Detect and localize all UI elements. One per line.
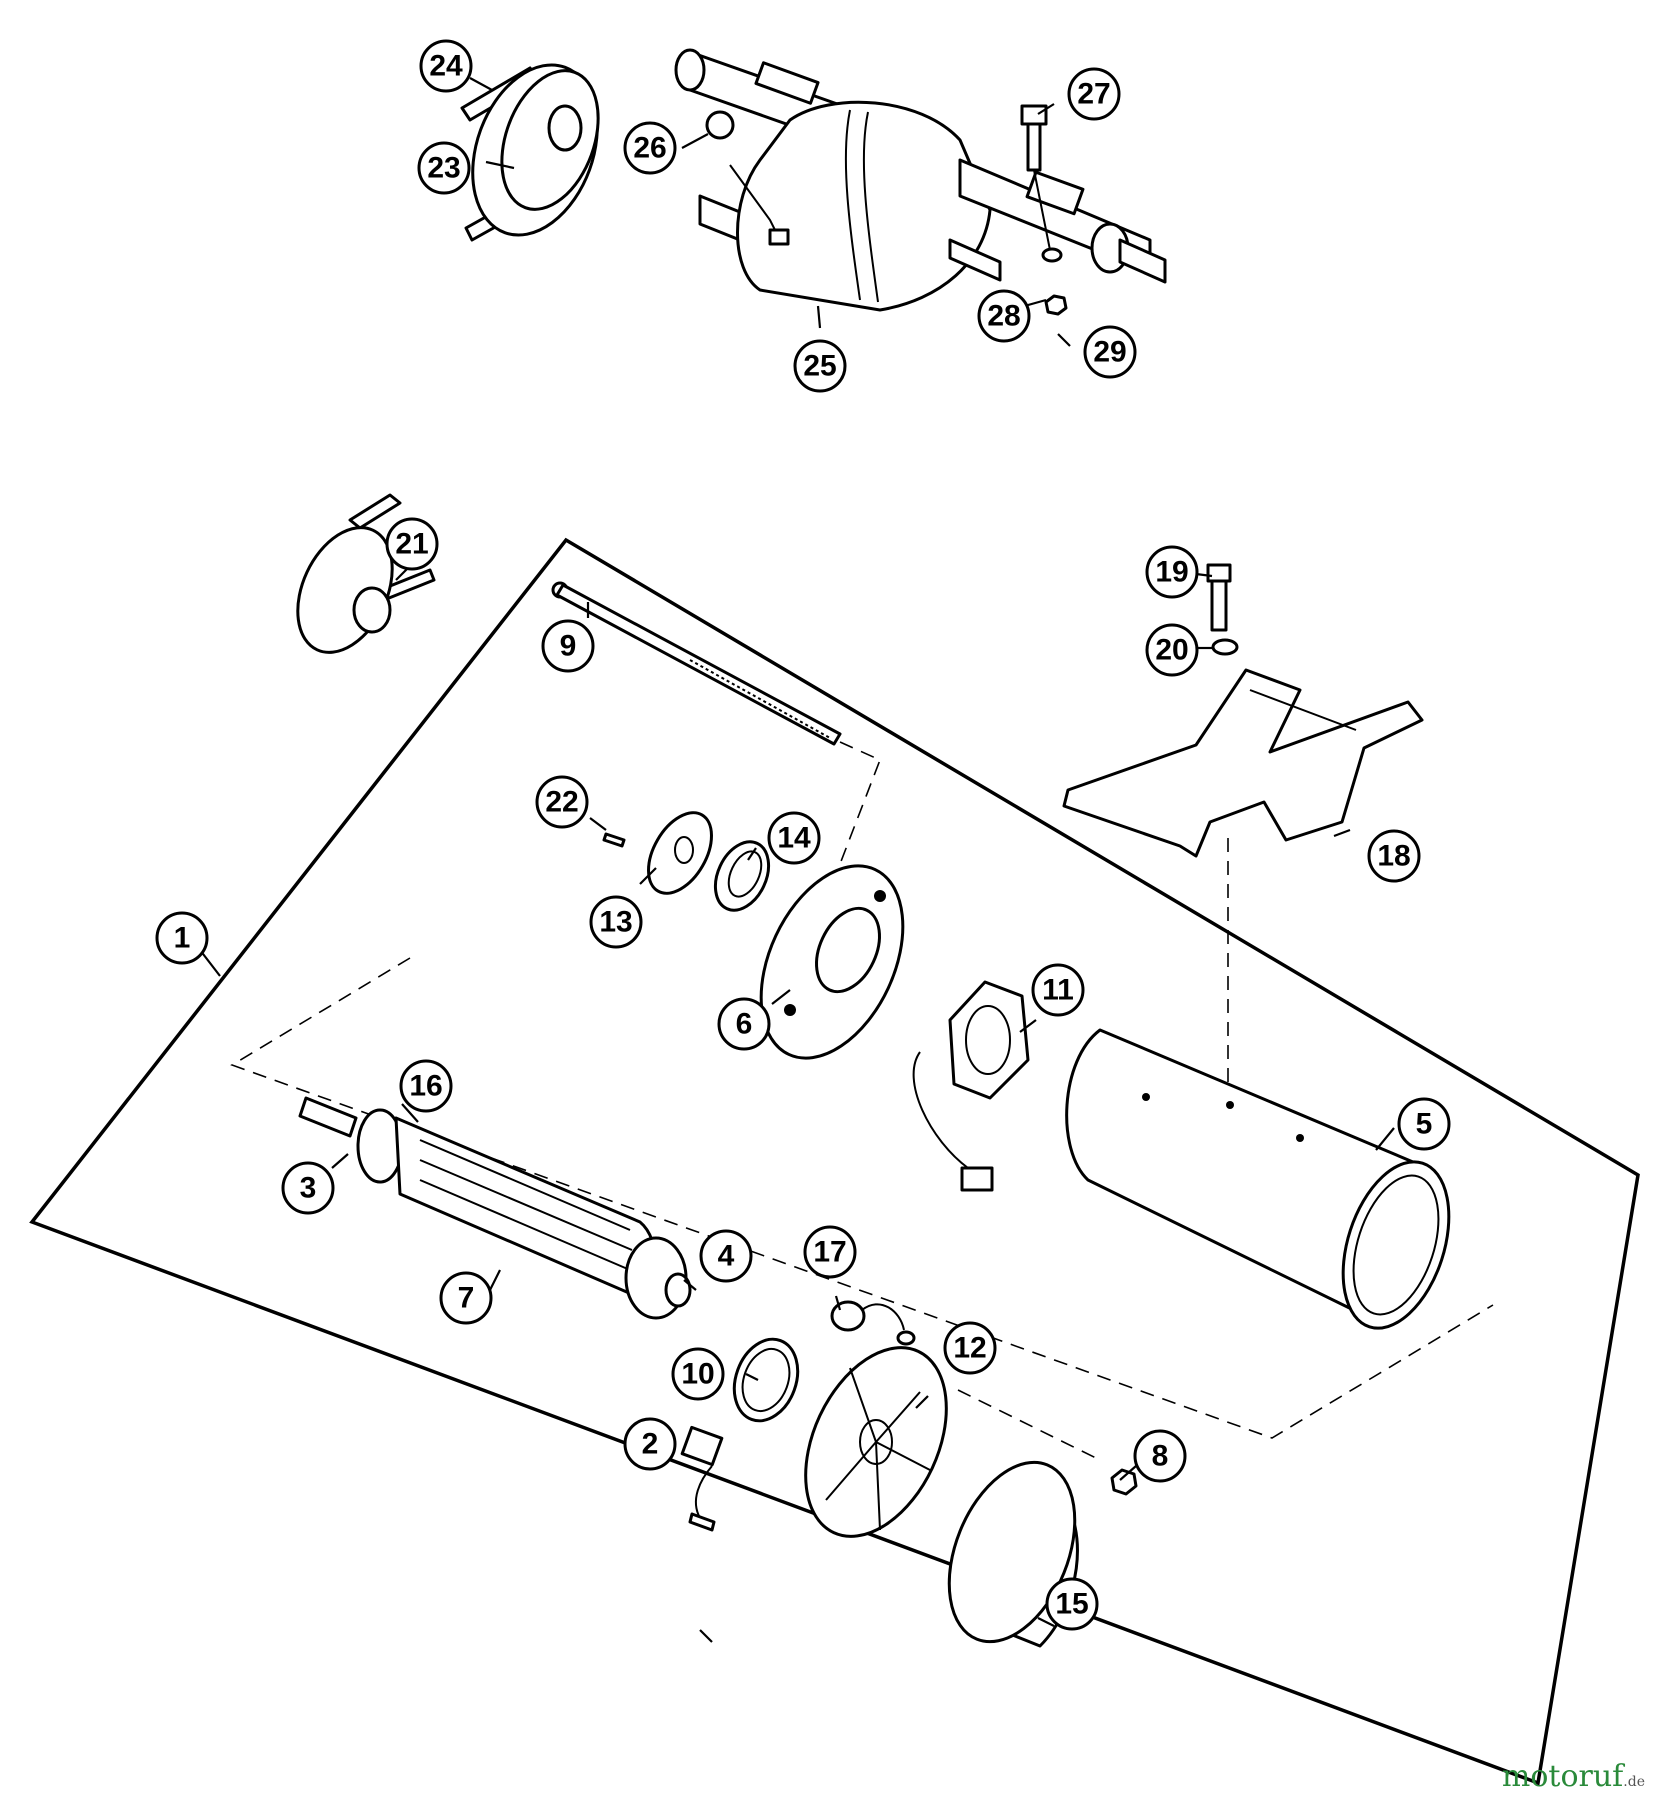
watermark-logo: motoruf.de — [1502, 1759, 1645, 1794]
callout-11-label: 11 — [1042, 974, 1074, 1007]
callout-2: 2 — [623, 1417, 677, 1471]
callout-2-label: 2 — [642, 1428, 659, 1461]
callout-27: 27 — [1067, 67, 1121, 121]
callout-19-label: 19 — [1155, 556, 1188, 589]
callout-8: 8 — [1133, 1429, 1187, 1483]
callout-20-label: 20 — [1155, 634, 1188, 667]
callout-21-label: 21 — [395, 528, 428, 561]
callout-12-label: 12 — [953, 1332, 986, 1365]
callout-17-label: 17 — [813, 1236, 846, 1269]
callout-8-label: 8 — [1152, 1440, 1169, 1473]
callout-26: 26 — [623, 121, 677, 175]
callout-23: 23 — [417, 141, 471, 195]
callout-10-label: 10 — [681, 1358, 714, 1391]
callout-28-label: 28 — [987, 300, 1020, 333]
callout-22-label: 22 — [545, 786, 578, 819]
callout-17: 17 — [803, 1225, 857, 1279]
callout-7: 7 — [439, 1271, 493, 1325]
mount-bracket — [1062, 563, 1424, 858]
callout-19: 19 — [1145, 545, 1199, 599]
callout-5: 5 — [1397, 1097, 1451, 1151]
watermark-tld: .de — [1623, 1774, 1645, 1790]
callout-3: 3 — [281, 1161, 335, 1215]
callout-21: 21 — [385, 517, 439, 571]
callout-1-label: 1 — [174, 922, 191, 955]
dashed-guide-cover — [957, 1389, 1101, 1461]
callout-25: 25 — [793, 339, 847, 393]
callout-29: 29 — [1083, 325, 1137, 379]
transaxle-assembly — [674, 48, 1167, 316]
callout-24-label: 24 — [429, 50, 463, 83]
callout-11: 11 — [1031, 963, 1085, 1017]
callout-3-label: 3 — [300, 1172, 317, 1205]
callout-27-label: 27 — [1077, 78, 1110, 111]
callout-6: 6 — [717, 997, 771, 1051]
callout-22: 22 — [535, 775, 589, 829]
armature-7 — [298, 1096, 692, 1320]
leader-lines — [199, 77, 1395, 1643]
callout-18-label: 18 — [1377, 840, 1410, 873]
callout-6-label: 6 — [736, 1008, 753, 1041]
callout-18: 18 — [1367, 829, 1421, 883]
callout-5-label: 5 — [1416, 1108, 1433, 1141]
callout-9: 9 — [541, 619, 595, 673]
brush-plate-11 — [912, 980, 1030, 1192]
callout-20: 20 — [1145, 623, 1199, 677]
callout-16-label: 16 — [409, 1070, 442, 1103]
callout-13: 13 — [589, 895, 643, 949]
callout-4-label: 4 — [718, 1240, 735, 1273]
callout-23-label: 23 — [427, 152, 460, 185]
watermark-brand: motoruf — [1501, 1759, 1624, 1794]
callout-7-label: 7 — [458, 1282, 475, 1315]
end-plate-6 — [759, 864, 905, 1060]
callout-28: 28 — [977, 289, 1031, 343]
callout-13-label: 13 — [599, 906, 632, 939]
callout-12: 12 — [943, 1321, 997, 1375]
pulley-assembly — [460, 63, 600, 242]
callout-15-label: 15 — [1055, 1588, 1088, 1621]
callout-14-label: 14 — [777, 822, 811, 855]
tie-rod-9 — [551, 581, 842, 746]
motor-housing-5 — [1065, 1028, 1451, 1330]
callout-24: 24 — [419, 39, 473, 93]
callout-9-label: 9 — [560, 630, 577, 663]
callout-15: 15 — [1045, 1577, 1099, 1631]
callout-4: 4 — [699, 1229, 753, 1283]
callout-16: 16 — [399, 1059, 453, 1113]
callout-25-label: 25 — [803, 350, 836, 383]
washers — [602, 811, 771, 912]
callout-1: 1 — [155, 911, 209, 965]
drive-pulley-21 — [296, 493, 436, 654]
callout-10: 10 — [671, 1347, 725, 1401]
callout-14: 14 — [767, 811, 821, 865]
callout-29-label: 29 — [1093, 336, 1126, 369]
callout-26-label: 26 — [633, 132, 666, 165]
